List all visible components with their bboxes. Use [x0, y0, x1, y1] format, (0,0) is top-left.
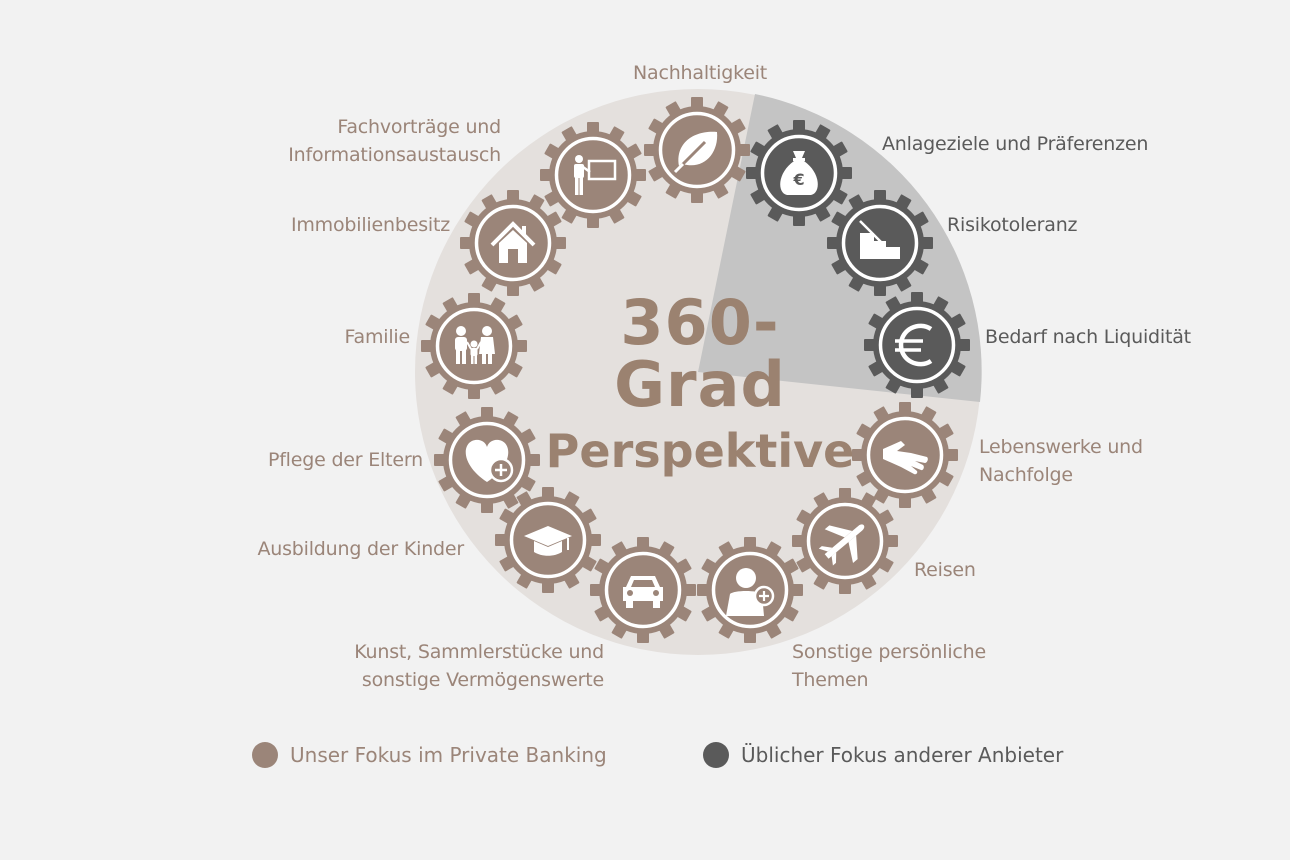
family-icon — [455, 326, 495, 364]
label-familie: Familie — [344, 326, 411, 348]
gear-lebenswerke — [852, 402, 958, 508]
legend-label: Üblicher Fokus anderer Anbieter — [741, 743, 1064, 767]
gear-anlageziele: € — [746, 120, 852, 226]
declining-chart-icon — [859, 220, 900, 259]
house-icon — [490, 221, 536, 263]
title-line-2: Perspektive — [545, 424, 855, 478]
legend-dot-taupe-icon — [252, 742, 278, 768]
heart-plus-icon — [465, 439, 514, 483]
label-fachvortraege: Fachvorträge und Informationsaustausch — [288, 116, 501, 166]
car-icon — [623, 576, 663, 608]
label-immobilien: Immobilienbesitz — [290, 214, 450, 236]
gear-nachhaltigkeit — [644, 97, 750, 203]
center-title: 360-Grad Perspektive — [540, 286, 860, 478]
label-nachhaltigkeit: Nachhaltigkeit — [633, 62, 768, 84]
gear-immobilien — [460, 190, 566, 296]
label-anlageziele: Anlageziele und Präferenzen — [882, 133, 1149, 155]
graduation-cap-icon — [524, 526, 572, 556]
legend-dot-gray-icon — [703, 742, 729, 768]
label-liquiditaet: Bedarf nach Liquidität — [985, 326, 1191, 348]
handshake-icon — [883, 441, 928, 475]
leaf-icon — [673, 131, 718, 174]
svg-text:€: € — [792, 170, 804, 189]
euro-icon — [895, 323, 933, 367]
label-sonstige: Sonstige persönliche Themen — [792, 641, 987, 691]
gear-reisen — [792, 488, 898, 594]
label-reisen: Reisen — [914, 559, 976, 581]
legend-item-others: Üblicher Fokus anderer Anbieter — [703, 742, 1063, 768]
label-kunst: Kunst, Sammlerstücke und sonstige Vermög… — [354, 641, 604, 691]
label-risikotoleranz: Risikotoleranz — [947, 214, 1078, 236]
presenter-board-icon — [574, 155, 617, 195]
gear-familie — [421, 293, 527, 399]
gear-ausbildung — [495, 487, 601, 593]
title-line-1: 360-Grad — [614, 286, 786, 421]
gear-kunst — [590, 537, 696, 643]
gear-risikotoleranz — [827, 190, 933, 296]
airplane-icon — [818, 524, 865, 566]
gear-liquiditaet — [864, 292, 970, 398]
gear-sonstige — [697, 537, 803, 643]
label-ausbildung: Ausbildung der Kinder — [257, 538, 464, 560]
gear-fachvortraege — [540, 122, 646, 228]
label-lebenswerke: Lebenswerke und Nachfolge — [979, 436, 1143, 486]
money-bag-euro-icon: € — [780, 151, 818, 195]
label-pflege: Pflege der Eltern — [267, 449, 423, 471]
person-plus-icon — [726, 568, 775, 616]
gear-pflege — [434, 407, 540, 513]
legend-label: Unser Fokus im Private Banking — [290, 743, 607, 767]
legend-item-ours: Unser Fokus im Private Banking — [252, 742, 607, 768]
